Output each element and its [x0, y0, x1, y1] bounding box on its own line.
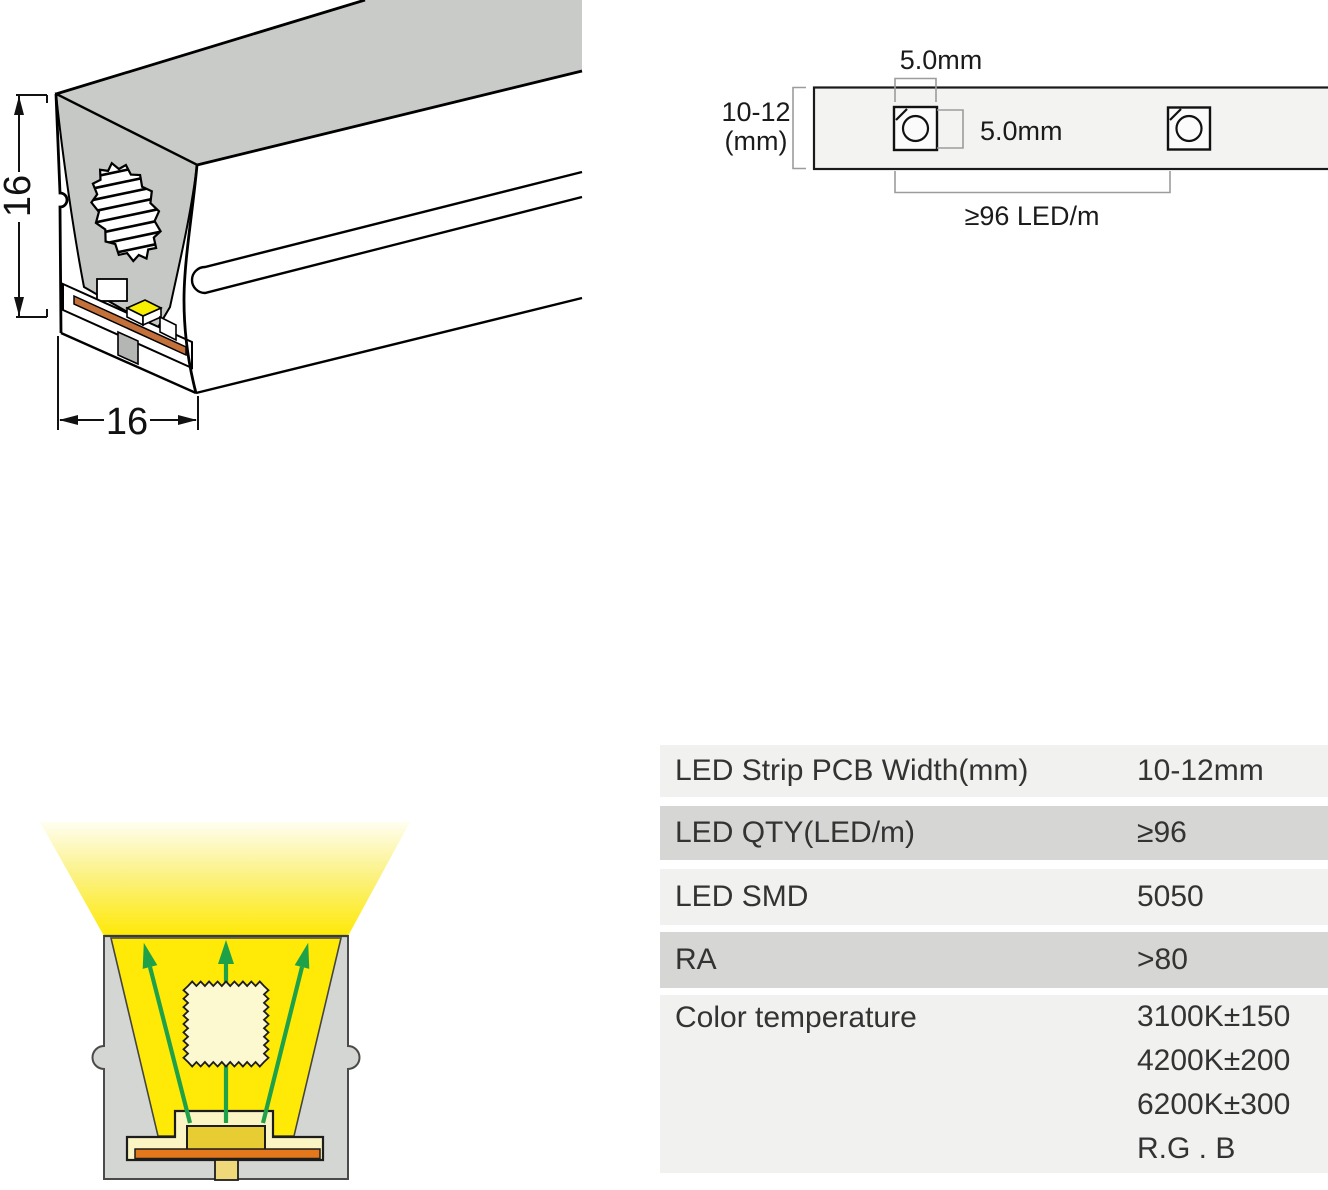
spec-label: LED SMD — [675, 880, 809, 913]
pcb-width-unit-label: (mm) — [725, 126, 788, 156]
spec-label: LED QTY(LED/m) — [675, 816, 916, 849]
spec-value-list: 3100K±150 4200K±200 6200K±300 R.G . B — [1137, 995, 1290, 1171]
spec-label: Color temperature — [675, 1001, 917, 1034]
spec-value: 10-12mm — [1137, 754, 1264, 787]
channel-step — [159, 315, 177, 342]
spec-label: LED Strip PCB Width(mm) — [675, 754, 1029, 787]
spec-value: >80 — [1137, 943, 1188, 976]
profile-top-face — [56, 0, 582, 165]
width-dimension — [57, 336, 199, 430]
mount-tab-emission — [214, 1159, 239, 1181]
spec-row-color-temperature: Color temperature 3100K±150 4200K±200 62… — [660, 995, 1328, 1173]
spec-value-line: 6200K±300 — [1137, 1088, 1291, 1121]
light-arrow-right — [260, 966, 305, 1124]
spec-row-led-smd: LED SMD 5050 — [660, 869, 1328, 925]
led-package-2 — [1166, 106, 1212, 151]
led-package-1 — [892, 105, 939, 152]
spec-row-ra: RA >80 — [660, 932, 1328, 988]
led-density-bracket — [894, 171, 1171, 194]
pcb-width-bracket — [792, 86, 806, 170]
led-chip-emission — [186, 1125, 266, 1151]
profile-3d-drawing: 16 16 — [0, 0, 583, 443]
side-groove — [190, 170, 583, 295]
pcb-cross-section — [73, 294, 187, 357]
pcb-width-label: 10-12 — [721, 97, 790, 127]
light-arrow-heads — [142, 940, 310, 969]
led-size-bracket — [894, 77, 937, 102]
hatch-patch — [90, 161, 163, 263]
spec-row-led-qty: LED QTY(LED/m) ≥96 — [660, 806, 1328, 860]
led-pitch-bracket — [937, 109, 964, 149]
strip-top-view: 10-12 (mm) 5.0mm 5.0mm ≥96 LED/m — [721, 45, 1328, 231]
light-arrow-left — [147, 966, 193, 1124]
spec-label: RA — [675, 943, 717, 976]
light-beam — [40, 822, 410, 936]
spec-value-line: 4200K±200 — [1137, 1044, 1291, 1077]
spec-value-line: 3100K±150 — [1137, 1000, 1291, 1033]
strip-body — [812, 86, 1328, 171]
spec-table: LED Strip PCB Width(mm) 10-12mm LED QTY(… — [660, 0, 1328, 1190]
diffuser-window — [182, 980, 270, 1068]
led-size-label: 5.0mm — [900, 45, 983, 75]
height-dimension — [14, 94, 48, 318]
spec-value: ≥96 — [1137, 816, 1187, 849]
pcb-strip — [134, 1148, 321, 1160]
led-pitch-label: 5.0mm — [980, 116, 1063, 146]
led-density-label: ≥96 LED/m — [965, 201, 1100, 231]
spec-row-pcb-width: LED Strip PCB Width(mm) 10-12mm — [660, 745, 1328, 797]
height-dim-label: 16 — [0, 175, 39, 217]
spec-value: 5050 — [1137, 880, 1204, 913]
mount-tab — [117, 330, 139, 366]
width-dim-label: 16 — [106, 401, 148, 443]
channel-wall-notch — [96, 278, 128, 302]
spec-value-line: R.G . B — [1137, 1132, 1236, 1165]
light-emission-diagram — [40, 822, 410, 1181]
